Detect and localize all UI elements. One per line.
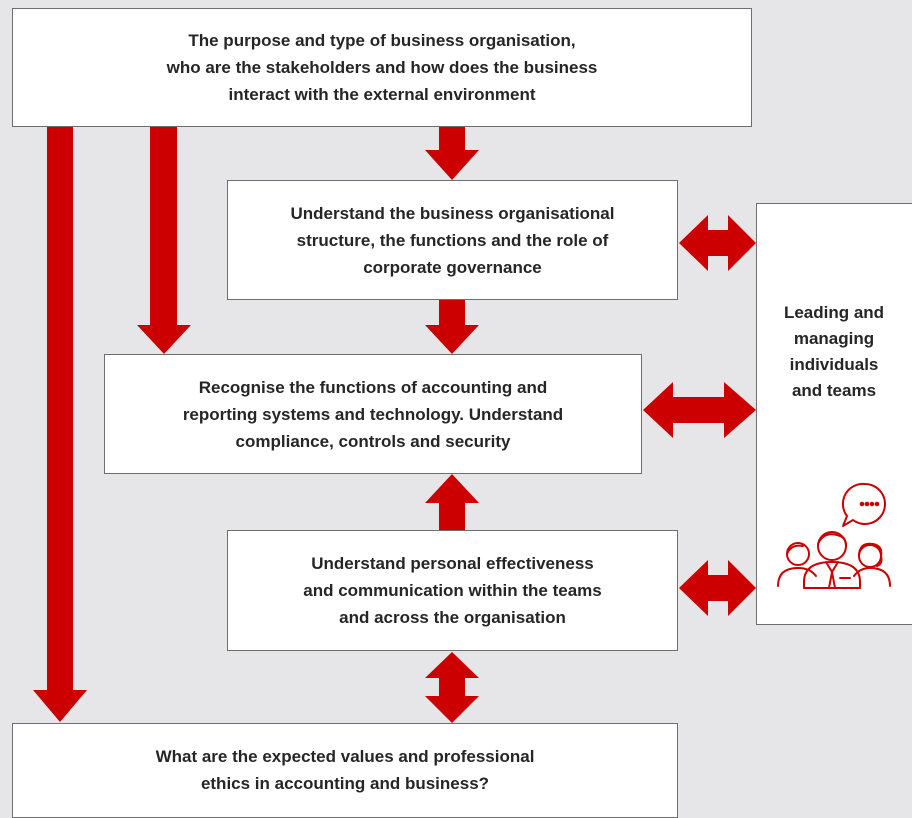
box-text-line: Recognise the functions of accounting an… xyxy=(198,377,548,397)
side-label: Leading and managing individuals and tea… xyxy=(756,300,912,404)
arrow-down-to-accounting-2 xyxy=(425,300,479,354)
box-text-line: What are the expected values and profess… xyxy=(155,747,535,766)
box-text-line: Understand the business organisational xyxy=(290,203,615,223)
arrow-double-personal-side xyxy=(679,560,756,616)
box-text-line: ethics in accounting and business? xyxy=(200,774,490,793)
box-accounting-systems: Recognise the functions of accounting an… xyxy=(104,354,642,474)
box-text-line: The purpose and type of business organis… xyxy=(188,31,576,50)
team-people-speech-icon xyxy=(777,482,891,589)
arrow-double-personal-ethics xyxy=(425,652,479,723)
box-text-line: and across the organisation xyxy=(339,608,566,627)
arrow-down-left-long xyxy=(33,127,87,722)
box-text-line: corporate governance xyxy=(363,257,542,277)
box-text-line: and communication within the teams xyxy=(303,581,602,600)
box-organisational-structure: Understand the business organisational s… xyxy=(227,180,678,300)
arrow-double-accounting-side xyxy=(643,382,756,438)
side-label-line: individuals xyxy=(789,355,879,374)
side-label-line: managing xyxy=(793,329,875,348)
box-text-line: who are the stakeholders and how does th… xyxy=(166,58,598,77)
arrow-up-to-accounting xyxy=(425,474,479,530)
arrow-down-to-structure xyxy=(425,127,479,180)
side-label-line: and teams xyxy=(791,381,877,400)
box-text-line: structure, the functions and the role of xyxy=(296,230,609,250)
box-values-ethics: What are the expected values and profess… xyxy=(12,723,678,818)
arrow-down-to-accounting xyxy=(137,127,191,354)
box-text-line: reporting systems and technology. Unders… xyxy=(182,404,564,424)
arrow-double-structure-side xyxy=(679,215,756,271)
box-leading-managing xyxy=(756,203,912,625)
box-text-line: interact with the external environment xyxy=(228,85,536,104)
box-text-line: Understand personal effectiveness xyxy=(311,554,594,573)
box-text-line: compliance, controls and security xyxy=(235,431,511,451)
side-label-line: Leading and xyxy=(783,303,885,322)
box-personal-effectiveness: Understand personal effectiveness and co… xyxy=(227,530,678,651)
box-purpose-stakeholders: The purpose and type of business organis… xyxy=(12,8,752,127)
